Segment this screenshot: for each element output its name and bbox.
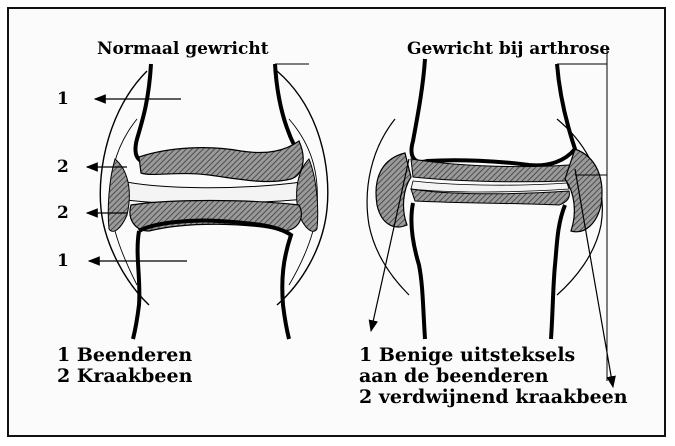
normal-upper-cartilage bbox=[139, 141, 303, 182]
arthritic-upper-bone bbox=[412, 59, 575, 165]
legend-left-line-2: 2 Kraakbeen bbox=[57, 366, 192, 387]
legend-left-line-1: 1 Beenderen bbox=[57, 345, 192, 366]
legend-right-line-2: aan de beenderen bbox=[359, 366, 549, 387]
normal-upper-bone bbox=[136, 64, 296, 162]
normal-joint bbox=[87, 64, 328, 339]
normal-joint-title: Normaal gewricht bbox=[97, 39, 269, 59]
diagram-frame: Normaal gewricht Gewricht bij arthrose 1… bbox=[7, 7, 666, 437]
legend-right-line-3: 2 verdwijnend kraakbeen bbox=[359, 387, 628, 408]
marker-bone-upper: 1 bbox=[57, 89, 69, 109]
arthritic-joint-title: Gewricht bij arthrose bbox=[407, 39, 610, 59]
normal-lower-bone bbox=[139, 220, 291, 339]
marker-bone-lower: 1 bbox=[57, 251, 69, 271]
arthritic-joint bbox=[367, 49, 613, 387]
marker-cartilage-lower: 2 bbox=[57, 203, 69, 223]
arthritic-lower-bone bbox=[411, 203, 425, 339]
marker-cartilage-upper: 2 bbox=[57, 157, 69, 177]
legend-right-line-1: 1 Benige uitsteksels bbox=[359, 345, 575, 366]
